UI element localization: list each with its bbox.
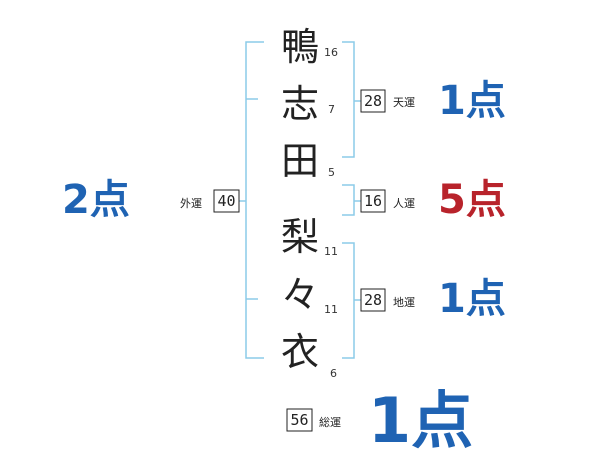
right-brackets [342,41,361,359]
stroke-count-1: 16 [324,46,338,59]
gaikaku-value-box [213,189,240,213]
gaikaku-group: 2点 外運 40 [62,177,240,223]
chikaku-value-box [360,288,386,312]
stroke-count-6: 6 [330,367,337,380]
chikaku-label: 地運 [393,296,415,309]
tenkaku-score: 1点 [438,78,506,124]
soukaku-label: 総運 [319,415,341,429]
name-char-5: 々 [281,273,319,317]
name-char-3: 田 [281,139,319,183]
tenkaku-group: 28 天運 1点 [360,78,506,124]
soukaku-group: 56 総運 1点 [286,384,473,457]
tenkaku-value: 28 [364,92,382,110]
tenkaku-bracket [342,41,355,158]
gaikaku-score: 2点 [62,177,130,223]
stroke-count-4: 11 [324,245,338,258]
chikaku-group: 28 地運 1点 [360,276,506,322]
tenkaku-value-box [360,89,386,113]
chikaku-score: 1点 [438,276,506,322]
chikaku-value: 28 [364,291,382,309]
outer-bracket [239,41,264,359]
jinkaku-value-box [360,189,386,213]
soukaku-value-box [286,408,313,432]
soukaku-score: 1点 [368,384,473,457]
name-characters: 鴨 16 志 7 田 5 梨 11 々 11 衣 6 [281,25,338,380]
jinkaku-label: 人運 [393,197,415,210]
stroke-count-2: 7 [328,103,335,116]
outer-bracket-line [245,41,264,359]
soukaku-value: 56 [290,411,308,429]
gaikaku-label: 外運 [180,197,202,210]
tenkaku-label: 天運 [393,96,415,109]
stroke-count-3: 5 [328,166,335,179]
name-char-1: 鴨 [281,25,319,69]
jinkaku-value: 16 [364,192,382,210]
jinkaku-score: 5点 [438,177,506,223]
jinkaku-group: 16 人運 5点 [360,177,506,223]
name-char-2: 志 [281,82,319,126]
gaikaku-value: 40 [217,192,235,210]
chikaku-bracket [342,242,355,359]
stroke-count-5: 11 [324,303,338,316]
name-char-6: 衣 [281,330,319,374]
jinkaku-bracket [342,184,355,216]
name-char-4: 梨 [281,215,319,259]
